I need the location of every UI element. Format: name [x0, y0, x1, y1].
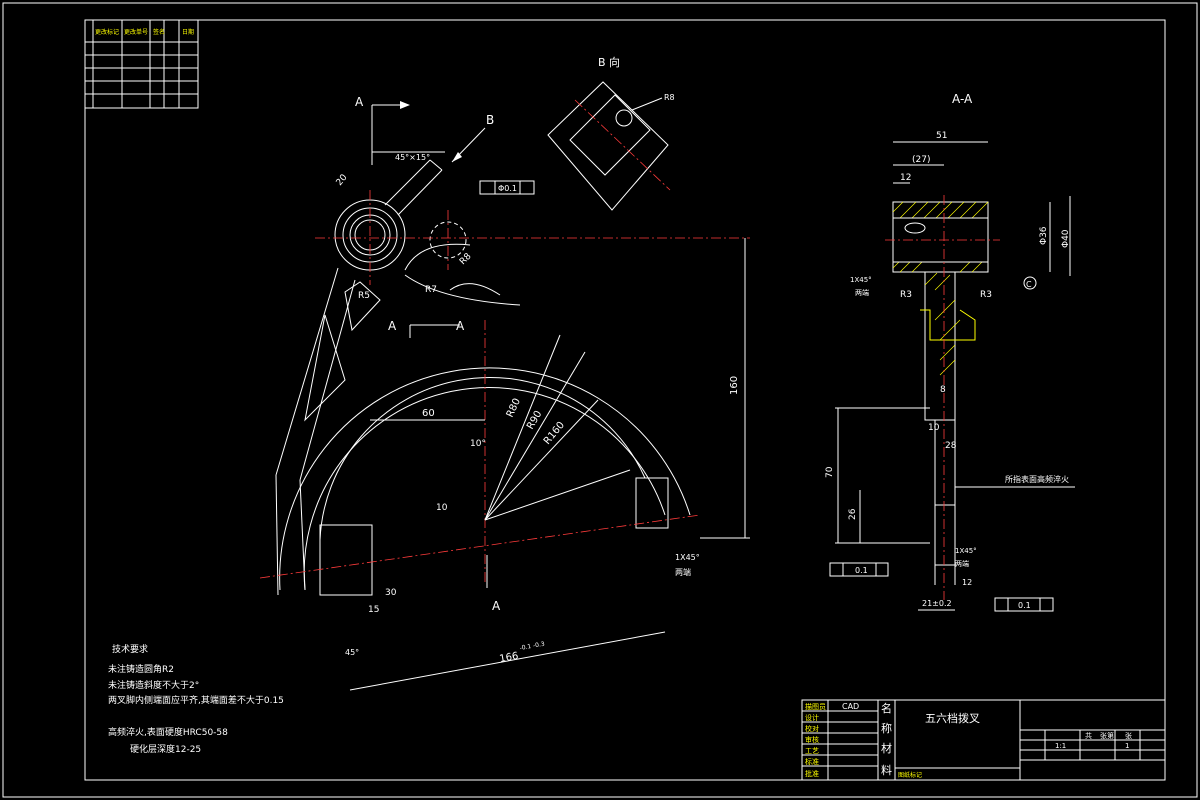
two-ends-main: 两端: [675, 567, 691, 577]
dim-12: 12: [900, 173, 911, 183]
section-a-right-label: A: [456, 319, 465, 333]
dim-26: 26: [848, 508, 858, 520]
rev-header-date: 日期: [182, 28, 194, 36]
dim-r3-left: R3: [900, 290, 912, 300]
dim-chamfer-45x15: 45°×15°: [395, 153, 430, 162]
notes-title: 技术要求: [112, 643, 148, 655]
tb-row-1: 设计: [805, 713, 819, 722]
dim-15: 15: [368, 605, 379, 615]
two-ends-bottom: 两端: [955, 559, 969, 568]
dim-10-aa: 10: [928, 423, 940, 433]
tb-material-char-1: 材: [881, 741, 892, 755]
dim-51: 51: [936, 131, 947, 141]
position-tolerance-frame: [479, 180, 535, 195]
chamfer-note-top: 1X45°: [850, 276, 872, 284]
view-b: B 向 R8: [547, 55, 675, 211]
tb-name-char-1: 名: [881, 701, 892, 715]
tb-name-char-2: 称: [881, 721, 892, 735]
note-line-2: 未注铸造斜度不大于2°: [108, 679, 199, 691]
dim-r90: R90: [525, 409, 544, 432]
tb-row-6: 批准: [805, 769, 819, 778]
cut-a-top-label: A: [355, 95, 364, 109]
pos-tolerance-value: Φ0.1: [498, 184, 517, 193]
dim-8: 8: [940, 385, 946, 395]
section-a-left-label: A: [388, 319, 397, 333]
inner-frame: [84, 19, 1166, 781]
revision-table: 更改标记 更改单号 签名 日期: [84, 19, 199, 109]
section-aa-title: A-A: [952, 92, 973, 106]
tb-header-sheet: 张第: [1100, 731, 1114, 740]
tb-part-name: 五六档拨叉: [925, 711, 980, 725]
perp-tol-left: 0.1: [855, 566, 868, 575]
section-aa-view: A-A: [825, 92, 1075, 612]
dim-60: 60: [422, 408, 435, 419]
tb-row-2: 校对: [805, 724, 819, 733]
note-line-4: 高频淬火,表面硬度HRC50-58: [108, 726, 228, 738]
dim-angle-10: 10°: [470, 439, 486, 449]
note-line-3: 两叉脚内侧端面应平齐,其端面差不大于0.15: [108, 694, 284, 706]
dim-r7: R7: [425, 285, 437, 295]
chamfer-note-bottom: 1X45°: [955, 547, 977, 555]
dim-166: 166: [499, 651, 520, 665]
dim-30: 30: [385, 588, 397, 598]
technical-notes: 技术要求 未注铸造圆角R2 未注铸造斜度不大于2° 两叉脚内侧端面应平齐,其端面…: [108, 643, 284, 755]
tb-row-5: 标准: [805, 757, 819, 766]
dim-166-tolerance: -0.1 -0.3: [519, 641, 545, 652]
two-ends-top: 两端: [855, 288, 869, 297]
tb-count: 1: [1125, 742, 1129, 750]
dim-21: 21±0.2: [922, 599, 952, 608]
view-b-title: B 向: [598, 55, 620, 69]
perp-tol-right: 0.1: [1018, 601, 1031, 610]
view-b-r8: R8: [664, 93, 675, 102]
dim-70: 70: [825, 466, 835, 478]
rev-header-number: 更改单号: [124, 28, 148, 36]
tb-header-total: 共: [1085, 731, 1092, 740]
dim-10: 10: [436, 503, 448, 513]
dim-r8-main: R8: [458, 251, 474, 267]
title-block: 描图员 设计 校对 审核 工艺 标准 批准 CAD 名 称 材 料 五六档拨叉 …: [801, 699, 1166, 781]
dim-27: (27): [912, 155, 930, 165]
tb-row-3: 审核: [805, 735, 819, 744]
hardening-note: 所指表面高频淬火: [1005, 474, 1069, 484]
rev-header-mark: 更改标记: [95, 28, 119, 36]
tb-cad-label: CAD: [842, 702, 859, 711]
dim-phi40: Φ40: [1061, 229, 1071, 248]
dim-r160: R160: [542, 420, 567, 447]
tb-header-page: 张: [1125, 731, 1132, 740]
dim-45deg: 45°: [345, 648, 359, 657]
tb-scale: 1:1: [1055, 742, 1066, 750]
note-line-5: 硬化层深度12-25: [130, 743, 201, 755]
cut-b-label: B: [486, 113, 494, 127]
dim-12-lower: 12: [962, 578, 972, 587]
cut-a-bottom-label: A: [492, 599, 501, 613]
tb-row-4: 工艺: [805, 747, 819, 755]
chamfer-note-main: 1X45°: [675, 553, 700, 562]
perpendicularity-frame-right: [994, 597, 1054, 612]
dim-20: 20: [335, 173, 350, 188]
dim-phi36: Φ36: [1039, 226, 1049, 245]
datum-c: C: [1026, 280, 1032, 289]
note-line-1: 未注铸造圆角R2: [108, 663, 174, 675]
tb-material-char-2: 料: [881, 763, 892, 777]
perpendicularity-frame-left: [829, 562, 889, 577]
rev-header-sign: 签名: [153, 28, 165, 36]
main-view: A B: [259, 95, 750, 691]
tb-row-0: 描图员: [805, 702, 826, 711]
dim-r80: R80: [505, 397, 523, 419]
dim-r5: R5: [358, 291, 370, 301]
dim-r3-right: R3: [980, 290, 992, 300]
dim-160: 160: [729, 376, 740, 395]
dim-28: 28: [945, 441, 957, 451]
tb-bottom-label: 图纸标记: [898, 771, 922, 779]
